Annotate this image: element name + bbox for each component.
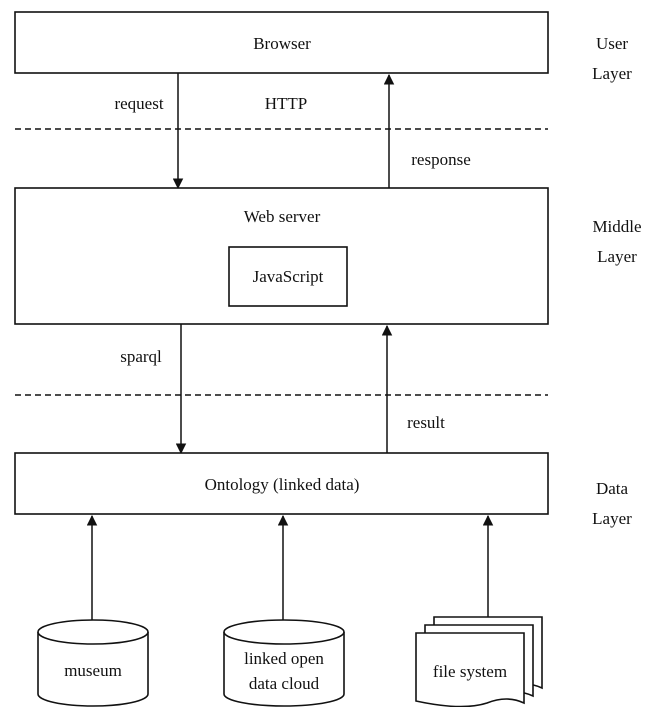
- http-label: HTTP: [265, 94, 308, 113]
- file-system-documents-icon: file system: [415, 616, 543, 707]
- lod-database-icon: linked open data cloud: [223, 619, 345, 707]
- javascript-label: JavaScript: [253, 267, 324, 286]
- sparql-label: sparql: [120, 347, 162, 366]
- lod-label-line1: linked open: [244, 649, 324, 668]
- middle-layer-label-2: Layer: [597, 247, 637, 266]
- user-layer-label-2: Layer: [592, 64, 632, 83]
- response-label: response: [411, 150, 470, 169]
- javascript-node: JavaScript: [228, 246, 348, 307]
- data-layer-label-1: Data: [596, 479, 629, 498]
- request-label: request: [114, 94, 163, 113]
- lod-label-line2: data cloud: [249, 674, 320, 693]
- ontology-node: Ontology (linked data): [14, 452, 549, 515]
- museum-database-icon: museum: [37, 619, 149, 707]
- ontology-label: Ontology (linked data): [205, 475, 360, 494]
- user-layer-label-1: User: [596, 34, 628, 53]
- museum-label: museum: [64, 661, 122, 680]
- file-system-label: file system: [433, 662, 507, 681]
- web-server-node: Web server JavaScript: [14, 187, 549, 325]
- web-server-label: Web server: [244, 207, 321, 226]
- result-label: result: [407, 413, 445, 432]
- data-layer-label-2: Layer: [592, 509, 632, 528]
- browser-node: Browser: [14, 11, 549, 74]
- browser-label: Browser: [253, 34, 311, 53]
- middle-layer-label-1: Middle: [592, 217, 641, 236]
